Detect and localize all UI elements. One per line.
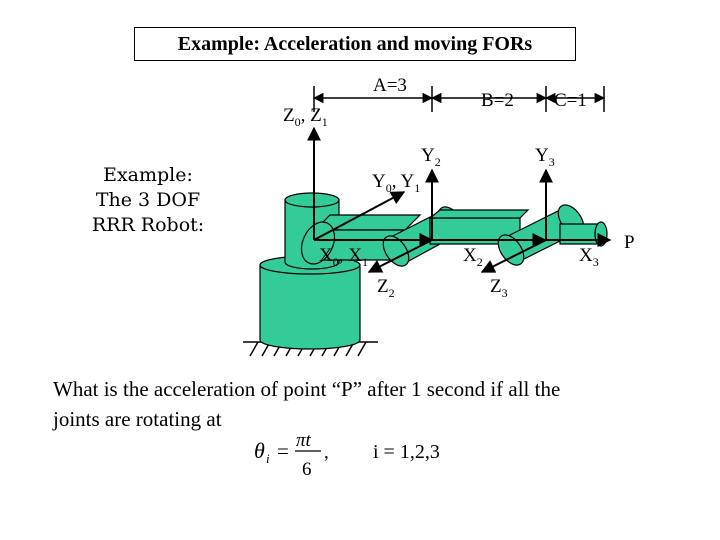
- axis-z2: [367, 239, 433, 273]
- dimension-b: B=2: [481, 90, 514, 111]
- formula-denominator: 6: [302, 459, 312, 480]
- link-2: [428, 209, 530, 245]
- link-3: [559, 221, 608, 247]
- formula-equals: =: [277, 439, 289, 463]
- question-line-1: What is the acceleration of point “P” af…: [53, 377, 561, 401]
- label-z2: Z2: [377, 276, 395, 300]
- formula-numerator: πt: [296, 430, 312, 451]
- formula-theta: θ: [254, 438, 265, 463]
- label-y3: Y3: [535, 145, 555, 169]
- label-y2: Y2: [421, 145, 441, 169]
- label-point-p: P: [624, 232, 635, 253]
- formula-theta-sub: i: [266, 451, 270, 466]
- label-z0-z1: Z0, Z1: [283, 105, 328, 129]
- formula: θ i = πt 6 , i = 1,2,3: [254, 430, 440, 480]
- label-z3: Z3: [490, 276, 508, 300]
- dimension-lines: [312, 86, 606, 112]
- axis-z3: [480, 239, 547, 273]
- base-cylinder: [259, 255, 361, 350]
- dimension-c: C=1: [554, 90, 587, 111]
- formula-comma: ,: [324, 442, 329, 463]
- slide-title: Example: Acceleration and moving FORs: [177, 32, 533, 55]
- label-y0-y1: Y0, Y1: [372, 171, 420, 195]
- label-x3: X3: [579, 245, 599, 269]
- axis-y0-y1: [313, 191, 406, 241]
- dimension-a: A=3: [373, 75, 407, 96]
- robot-description: Example: The 3 DOF RRR Robot:: [78, 163, 218, 238]
- question-line-2: joints are rotating at: [53, 407, 222, 431]
- side-label-line-3: RRR Robot:: [91, 214, 205, 236]
- side-label-line-1: Example:: [103, 164, 193, 186]
- title-box: Example: Acceleration and moving FORs: [134, 27, 576, 61]
- question-text: What is the acceleration of point “P” af…: [53, 374, 693, 434]
- side-label-line-2: The 3 DOF: [95, 189, 201, 211]
- formula-condition: i = 1,2,3: [373, 441, 440, 463]
- label-x0-x1: X0, X1: [319, 245, 368, 269]
- frame-axes: [307, 126, 612, 273]
- label-x2: X2: [463, 245, 483, 269]
